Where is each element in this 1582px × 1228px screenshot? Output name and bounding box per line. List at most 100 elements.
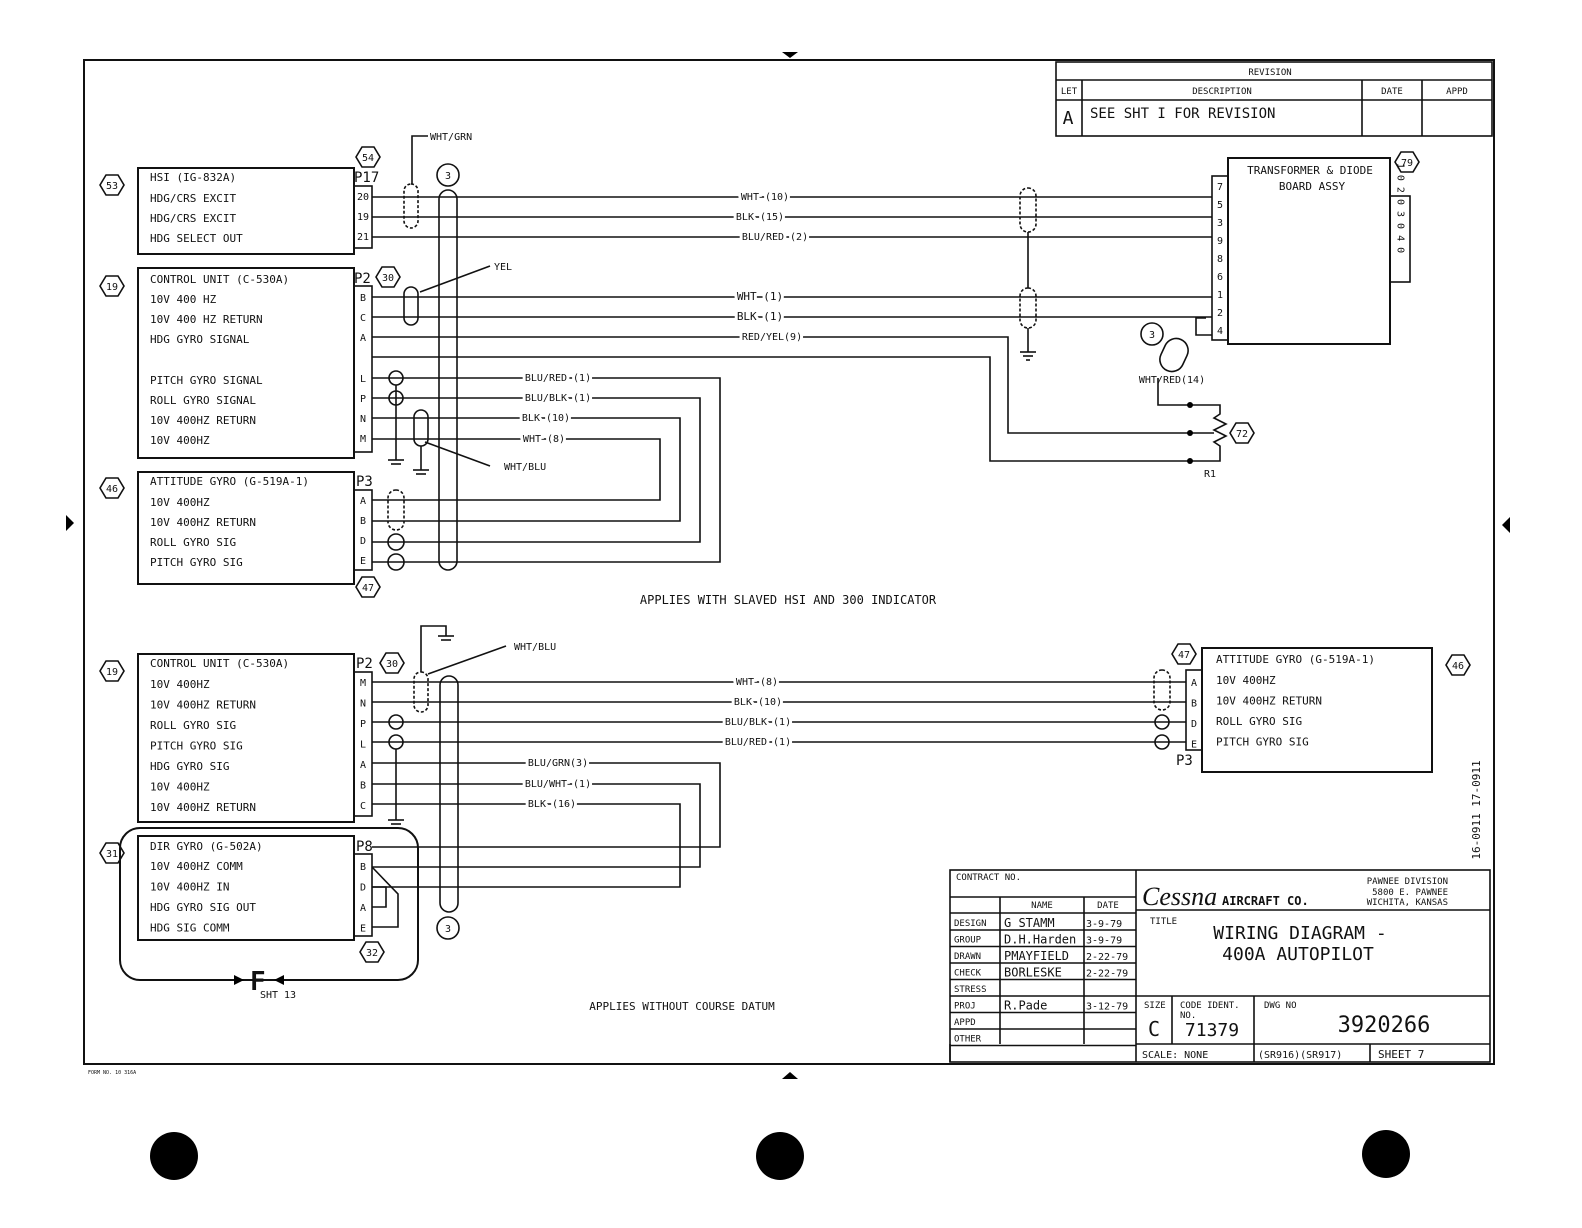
division-line: 5800 E. PAWNEE: [1372, 888, 1448, 898]
dir-gyro-pin: E: [360, 924, 366, 935]
right-center-mark: [1502, 517, 1510, 533]
approval-role: OTHER: [954, 1035, 982, 1045]
hsi-plug: P17: [354, 170, 379, 186]
control-pin: C: [360, 313, 366, 324]
attitude-plug: P3: [356, 474, 373, 490]
bottom-control-pin: M: [360, 678, 366, 689]
control-pin: P: [360, 394, 366, 405]
approval-date: 3-9-79: [1086, 919, 1122, 930]
bottom-control-plug-ref-hex: [379, 652, 405, 674]
dir-gyro-pin-label: HDG SIG COMM: [150, 922, 230, 935]
potentiometer: [1190, 404, 1228, 462]
hsi-pin-label: HDG SELECT OUT: [150, 232, 243, 245]
pot-label: R1: [1204, 469, 1216, 480]
control-pin-label: 10V 400 HZ: [150, 293, 217, 306]
control-pin-label: ROLL GYRO SIGNAL: [150, 394, 256, 407]
side-note: 16-0911 17-0911: [1470, 760, 1483, 859]
control-plug-ref-hex: [375, 266, 401, 288]
hsi-title: HSI (IG-832A): [150, 171, 236, 184]
transformer-pin: 4: [1217, 326, 1223, 337]
company-name: AIRCRAFT CO.: [1222, 894, 1309, 908]
revision-title: REVISION: [1248, 68, 1291, 78]
contract-label: CONTRACT NO.: [956, 873, 1021, 883]
control-pin-label: HDG GYRO SIGNAL: [150, 333, 250, 346]
hsi-plug-ref: 54: [362, 153, 374, 164]
attitude-title: ATTITUDE GYRO (G-519A-1): [150, 475, 309, 488]
wire-label: WHT (8): [736, 677, 778, 688]
bottom-attitude-ref-hex: [1445, 654, 1471, 676]
control-ref-hex: [99, 275, 125, 297]
bottom-attitude-pin: E: [1191, 740, 1197, 751]
hsi-pin-label: HDG/CRS EXCIT: [150, 192, 236, 205]
wire-label: BLU/RED (2): [742, 232, 808, 243]
control-pin: A: [360, 333, 366, 344]
wire-label: BLU/BLK (1): [525, 393, 591, 404]
approval-role: GROUP: [954, 936, 982, 946]
control-pin-label: 10V 400 HZ RETURN: [150, 313, 263, 326]
transformer-pin: 1: [1217, 290, 1223, 301]
control-ref: 19: [106, 282, 118, 293]
bottom-control-pin: C: [360, 801, 366, 812]
callout-wht-grn: WHT/GRN: [430, 132, 472, 143]
control-pin-label: PITCH GYRO SIGNAL: [150, 374, 263, 387]
approval-role: CHECK: [954, 969, 982, 979]
wire-label: BLK (1): [737, 310, 783, 323]
attitude-pin-label: PITCH GYRO SIG: [150, 556, 243, 569]
drawing-title: WIRING DIAGRAM -: [1213, 923, 1386, 944]
wire-label: WHT (8): [523, 434, 565, 445]
bottom-control-plug-ref: 30: [386, 659, 398, 670]
bottom-cable-ref: 3: [445, 924, 451, 935]
dir-gyro-plug: P8: [356, 839, 373, 855]
bottom-control-title: CONTROL UNIT (C-530A): [150, 657, 289, 670]
pot-ref-hex: [1229, 422, 1255, 444]
revision-block: REVISION LET DESCRIPTION DATE APPD A SEE…: [1055, 61, 1493, 137]
bottom-attitude-plug-ref-hex: [1171, 643, 1197, 665]
control-pin: M: [360, 434, 366, 445]
dir-gyro-pin: A: [360, 903, 366, 914]
title-label: TITLE: [1150, 917, 1177, 927]
top-caption: APPLIES WITH SLAVED HSI AND 300 INDICATO…: [640, 593, 937, 607]
sheet-number: SHEET 7: [1378, 1048, 1424, 1061]
bottom-attitude-pin-label: PITCH GYRO SIG: [1216, 736, 1309, 749]
attitude-pin-label: 10V 400HZ RETURN: [150, 516, 256, 529]
flag-sub: SHT 13: [260, 990, 296, 1001]
transformer-pin: 6: [1217, 272, 1223, 283]
drawing-subtitle: 400A AUTOPILOT: [1222, 944, 1374, 965]
wire-label: BLK (16): [528, 799, 576, 810]
approval-role: DRAWN: [954, 952, 981, 962]
revision-date-header: DATE: [1381, 87, 1403, 97]
approval-role: STRESS: [954, 985, 987, 995]
revision-desc-header: DESCRIPTION: [1192, 87, 1252, 97]
bottom-control-pin-label: PITCH GYRO SIG: [150, 740, 243, 753]
transformer-pin: 3: [1217, 218, 1223, 229]
cable-ref-circle: [436, 163, 460, 187]
bottom-control-pin-label: 10V 400HZ RETURN: [150, 699, 256, 712]
bottom-control-pin: A: [360, 760, 366, 771]
transformer-title: TRANSFORMER & DIODE: [1247, 164, 1373, 177]
callout-wht-blu: WHT/BLU: [504, 462, 546, 473]
control-pin-label: 10V 400HZ: [150, 434, 210, 447]
wire-label: BLK (10): [522, 413, 570, 424]
attitude-ref: 46: [106, 484, 118, 495]
dir-gyro-bottom-ref-hex: [359, 941, 385, 963]
approval-role: PROJ: [954, 1002, 976, 1012]
control-pin-label: 10V 400HZ RETURN: [150, 414, 256, 427]
bottom-attitude-pin-label: 10V 400HZ RETURN: [1216, 695, 1322, 708]
dir-gyro-pin: D: [360, 883, 366, 894]
attitude-pin: A: [360, 496, 366, 507]
dir-gyro-pin-label: 10V 400HZ COMM: [150, 860, 243, 873]
binder-hole: [150, 1132, 198, 1180]
callout-yel: YEL: [494, 262, 512, 273]
transformer-pin: 2: [1217, 308, 1223, 319]
control-pin: L: [360, 374, 366, 385]
code-label: CODE IDENT.: [1180, 1001, 1240, 1011]
name-col-header: NAME: [1031, 901, 1053, 911]
approval-name: G STAMM: [1004, 916, 1055, 930]
top-diagram: HSI (IG-832A) HDG/CRS EXCIT HDG/CRS EXCI…: [99, 132, 1420, 607]
cable-ref-circle: [1140, 322, 1164, 346]
approval-name: PMAYFIELD: [1004, 949, 1069, 963]
left-center-mark: [66, 515, 74, 531]
bottom-control-ref-hex: [99, 660, 125, 682]
transformer-ref-hex: [1394, 151, 1420, 173]
